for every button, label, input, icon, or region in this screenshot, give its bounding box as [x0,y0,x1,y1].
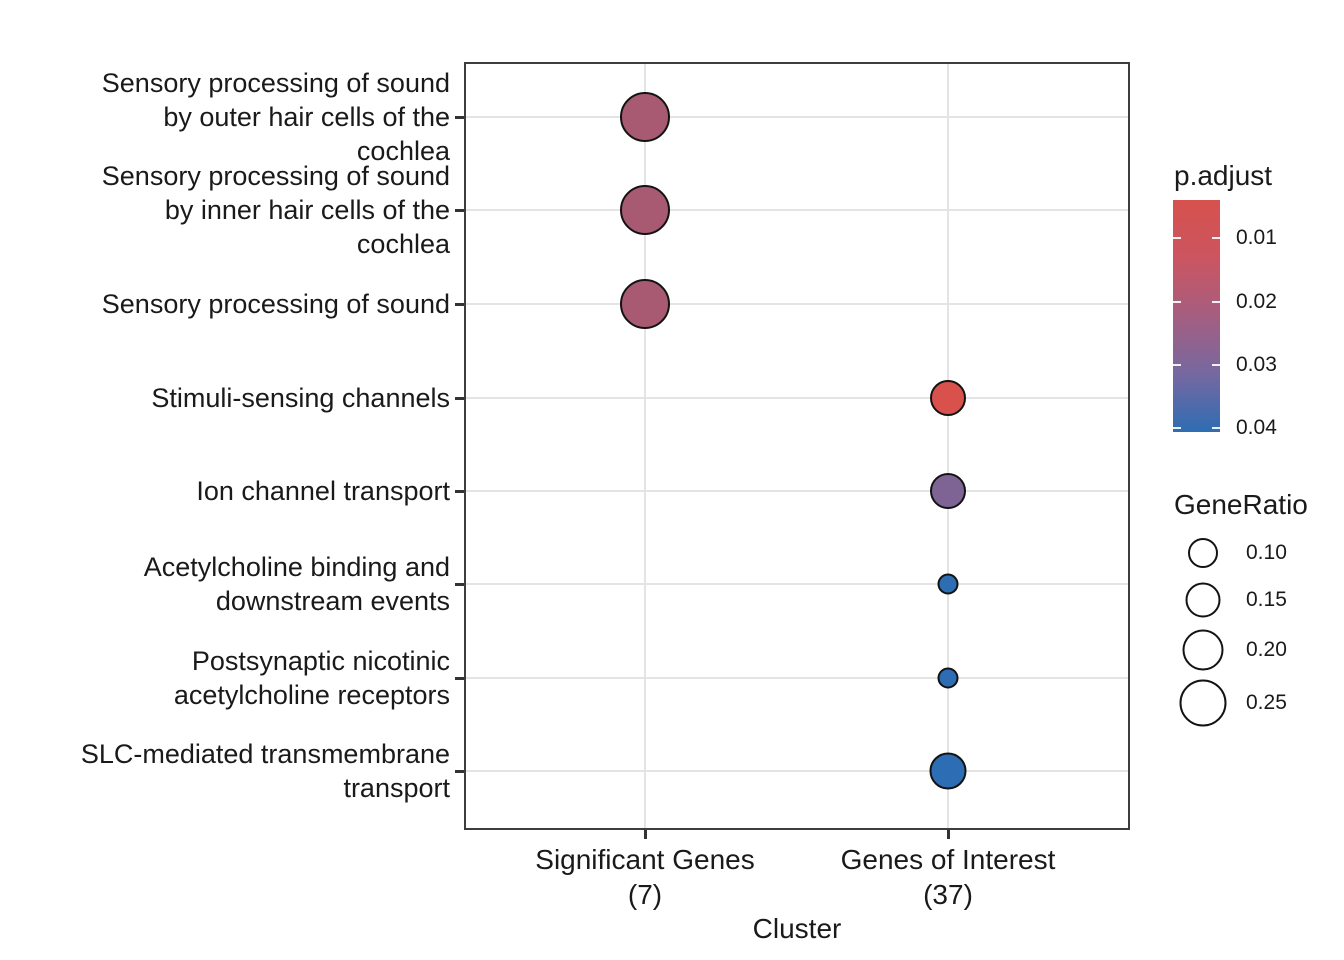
x-axis-tick [947,830,950,839]
gridline-horizontal [466,677,1128,679]
generatio-legend-label: 0.20 [1246,638,1287,661]
y-axis-label-line: Sensory processing of sound [101,68,450,98]
y-axis-category-label: Acetylcholine binding and downstream even… [0,550,450,618]
y-axis-label-line: Acetylcholine binding and [143,552,450,582]
padjust-tick-mark-left [1173,364,1181,366]
x-axis-category-label: Significant Genes (7) [535,842,754,912]
x-axis-label-line: (7) [627,879,663,910]
padjust-tick-mark-right [1212,237,1220,239]
y-axis-category-label: Sensory processing of sound by outer hair… [0,66,450,168]
padjust-tick-label: 0.01 [1236,226,1277,249]
y-axis-category-label: Stimuli-sensing channels [0,381,450,415]
padjust-tick-label: 0.02 [1236,290,1277,313]
generatio-legend-circle [1179,679,1227,727]
padjust-colorbar [1173,200,1220,432]
y-axis-category-label: Ion channel transport [0,474,450,508]
gridline-horizontal [466,209,1128,211]
y-axis-label-line: SLC-mediated transmembrane [80,739,450,769]
gridline-horizontal [466,397,1128,399]
y-axis-label-line: cochlea [356,136,450,166]
x-axis-tick [644,830,647,839]
y-axis-label-line: Sensory processing of sound [101,289,450,319]
gridline-horizontal [466,116,1128,118]
y-axis-tick [455,677,464,680]
x-axis-title: Cluster [752,913,842,944]
y-axis-category-label: Sensory processing of sound by inner hair… [0,159,450,261]
y-axis-tick [455,583,464,586]
generatio-legend-label: 0.15 [1246,588,1287,611]
data-point-dot [620,185,670,235]
y-axis-category-label: Postsynaptic nicotinic acetylcholine rece… [0,644,450,712]
padjust-tick-mark-right [1212,427,1220,429]
data-point-dot [937,667,959,689]
padjust-tick-mark-left [1173,427,1181,429]
generatio-legend-title: GeneRatio [1174,489,1308,520]
generatio-legend-circle [1185,582,1221,618]
padjust-tick-mark-right [1212,364,1220,366]
gridline-vertical [644,64,646,828]
plot-panel [464,62,1130,830]
data-point-dot [930,380,966,416]
x-axis-category-label: Genes of Interest (37) [841,842,1056,912]
y-axis-label-line: downstream events [215,586,450,616]
gridline-horizontal [466,303,1128,305]
data-point-dot [620,92,670,142]
y-axis-label-line: Ion channel transport [196,476,450,506]
y-axis-label-line: Stimuli-sensing channels [151,383,450,413]
y-axis-tick [455,770,464,773]
y-axis-label-line: Sensory processing of sound [101,161,450,191]
padjust-legend-title: p.adjust [1174,160,1273,191]
y-axis-tick [455,490,464,493]
y-axis-label-line: transport [343,773,450,803]
y-axis-category-label: Sensory processing of sound [0,287,450,321]
y-axis-tick [455,397,464,400]
padjust-tick-mark-left [1173,301,1181,303]
y-axis-label-line: Postsynaptic nicotinic [191,646,450,676]
x-axis-label-line: Significant Genes [535,844,755,875]
data-point-dot [937,573,959,595]
generatio-legend-circle [1188,538,1218,568]
gridline-horizontal [466,490,1128,492]
y-axis-label-line: by inner hair cells of the [164,195,450,225]
generatio-legend-label: 0.10 [1246,541,1287,564]
x-axis-label-line: Genes of Interest [840,844,1056,875]
data-point-dot [620,279,670,329]
gridline-horizontal [466,583,1128,585]
gridline-horizontal [466,770,1128,772]
padjust-tick-mark-left [1173,237,1181,239]
x-axis-label-line: (37) [923,879,973,910]
y-axis-tick [455,209,464,212]
data-point-dot [930,473,966,509]
y-axis-category-label: SLC-mediated transmembrane transport [0,737,450,805]
padjust-tick-label: 0.04 [1236,416,1277,439]
data-point-dot [929,752,967,790]
padjust-tick-mark-right [1212,301,1220,303]
padjust-tick-label: 0.03 [1236,353,1277,376]
gridline-vertical [947,64,949,828]
y-axis-tick [455,303,464,306]
y-axis-label-line: by outer hair cells of the [163,102,450,132]
y-axis-label-line: cochlea [356,229,450,259]
generatio-legend-label: 0.25 [1246,691,1287,714]
y-axis-label-line: acetylcholine receptors [173,680,450,710]
y-axis-tick [455,116,464,119]
generatio-legend-circle [1182,629,1224,671]
